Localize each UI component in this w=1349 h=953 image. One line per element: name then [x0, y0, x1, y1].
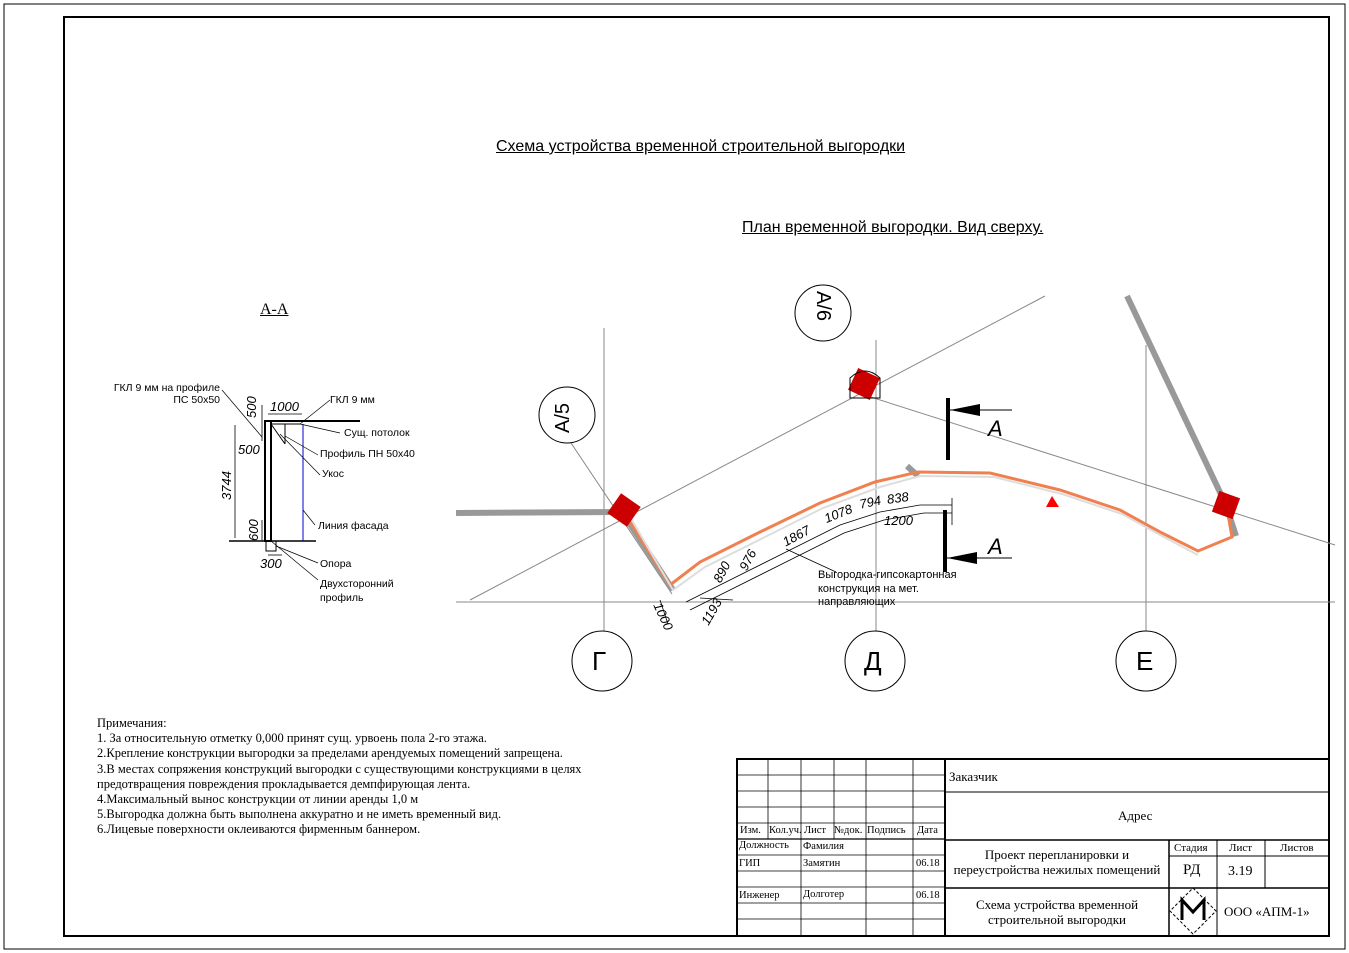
- stamp-col-podpis: Подпись: [867, 825, 906, 836]
- axis-bubble-a5: [538, 386, 596, 444]
- stamp-sheet: 3.19: [1228, 864, 1253, 879]
- company-logo: [1169, 887, 1217, 935]
- axis-bubble-g: [571, 630, 633, 692]
- section-aa-drawing: [221, 389, 360, 581]
- stamp-col-list: Лист: [804, 825, 826, 836]
- fence-dimension-chain: [659, 498, 953, 625]
- outer-frame: [3, 3, 1346, 950]
- main-title: Схема устройства временной строительной …: [496, 138, 906, 155]
- dim-top-1000: 1000: [270, 399, 299, 414]
- axis-bubbles: [538, 284, 1177, 692]
- inner-frame: [63, 16, 1330, 937]
- stamp-drawing-name: Схема устройства временной строительной …: [975, 897, 1139, 927]
- axis-label-a6: А/6: [812, 291, 834, 322]
- column-outline: [849, 370, 881, 399]
- column-square: [1211, 490, 1241, 520]
- note-item: предотвращения повреждения прокладываетс…: [97, 776, 471, 791]
- label-gkl: ГКЛ 9 мм: [330, 394, 375, 406]
- column-square: [607, 493, 641, 527]
- fence-callout: Выгородка-гипсокартонная конструкция на …: [818, 569, 957, 608]
- stamp-col-izm: Изм.: [740, 825, 761, 836]
- stamp-date: 06.18: [916, 890, 940, 901]
- callout-leader: [785, 548, 837, 573]
- axis-bubble-d: [844, 630, 906, 692]
- note-item: 4.Максимальный вынос конструкции от лини…: [97, 792, 419, 807]
- grid-lines: [456, 295, 1336, 640]
- note-item: 6.Лицевые поверхности оклеиваются фирмен…: [97, 822, 421, 837]
- label-profile-pn: Профиль ПН 50х40: [320, 448, 415, 460]
- stamp-company: ООО «АПМ-1»: [1224, 904, 1310, 919]
- stamp-role: Инженер: [739, 890, 780, 901]
- stamp-address: Адрес: [1118, 808, 1153, 823]
- stamp-name: Долготер: [803, 889, 845, 900]
- stamp-project: Проект перепланировки и переустройства н…: [953, 847, 1161, 877]
- structural-columns: [607, 368, 1241, 527]
- stamp-name: Замятин: [803, 858, 841, 869]
- title-block-grid: [736, 758, 1330, 937]
- column-square: [848, 368, 880, 400]
- axis-label-g: Г: [592, 646, 607, 676]
- stamp-surname-label: Фамилия: [803, 841, 844, 852]
- note-item: 1. За относительную отметку 0,000 принят…: [97, 731, 487, 746]
- axis-bubble-a6: [794, 284, 852, 342]
- axis-label-d: Д: [864, 646, 882, 676]
- section-cut-marks: [943, 398, 1012, 572]
- section-mark-bottom: А: [988, 534, 1003, 559]
- note-item: 5.Выгородка должна быть выполнена аккура…: [97, 807, 502, 822]
- dim-mid-500: 500: [238, 442, 260, 457]
- section-title: А-А: [260, 301, 289, 318]
- axis-label-a5: А/5: [552, 402, 574, 433]
- existing-walls: [455, 294, 1239, 537]
- stamp-stage-label: Стадия: [1174, 842, 1208, 854]
- notes-heading: Примечания:: [97, 716, 167, 730]
- label-double-profile: Двухсторонний профиль: [320, 578, 394, 604]
- stamp-sheet-label: Лист: [1229, 842, 1253, 854]
- axis-bubble-e: [1115, 630, 1177, 692]
- stamp-position-label: Должность: [739, 840, 789, 851]
- stamp-role: ГИП: [739, 858, 761, 869]
- level-marker: [1046, 496, 1059, 507]
- temporary-fence: [622, 470, 1234, 592]
- dim-838: 838: [886, 488, 910, 507]
- stamp-stage: РД: [1183, 862, 1201, 878]
- plan-title: План временной выгородки. Вид сверху.: [742, 219, 1044, 236]
- section-mark-top: А: [988, 416, 1003, 441]
- note-item: 2.Крепление конструкции выгородки за пре…: [97, 746, 563, 761]
- label-support: Опора: [320, 558, 352, 570]
- dim-bottom-600: 600: [246, 519, 261, 541]
- stamp-sheets-label: Листов: [1280, 842, 1314, 854]
- dim-top-500: 500: [244, 396, 259, 418]
- dim-bottom-300: 300: [260, 556, 282, 571]
- stamp-date: 06.18: [916, 858, 940, 869]
- label-brace: Укос: [322, 468, 344, 480]
- stamp-customer: Заказчик: [949, 769, 998, 784]
- stamp-col-ndok: №док.: [834, 825, 863, 836]
- label-facade-line: Линия фасада: [318, 520, 389, 532]
- stamp-col-koluch: Кол.уч.: [769, 825, 802, 836]
- dim-height: 3744: [219, 471, 234, 500]
- label-ceiling: Сущ. потолок: [344, 427, 410, 439]
- notes-block: Примечания: 1. За относительную отметку …: [97, 716, 657, 838]
- axis-label-e: Е: [1136, 646, 1154, 676]
- stamp-col-data: Дата: [917, 825, 938, 836]
- dim-1200: 1200: [884, 513, 913, 528]
- label-gkl-profile: ГКЛ 9 мм на профиле ПС 50х50: [113, 382, 220, 406]
- note-item: 3.В местах сопряжения конструкций выгоро…: [97, 761, 582, 776]
